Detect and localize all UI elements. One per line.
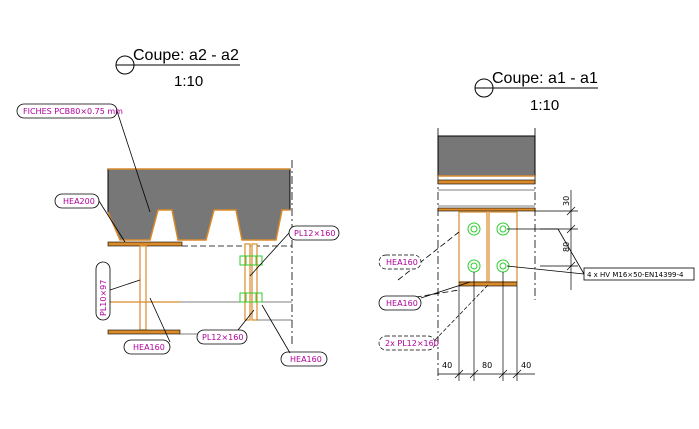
label-hea160-b: HEA160 [261, 304, 328, 367]
pl12-plate-b [251, 243, 258, 321]
label-fiches: FICHES PCB80×0.75 mm [16, 103, 151, 213]
svg-text:HEA160: HEA160 [386, 299, 418, 308]
label-hea200: HEA200 [54, 193, 126, 243]
svg-text:PL10×97: PL10×97 [99, 280, 108, 316]
svg-text:2x PL12×160: 2x PL12×160 [385, 339, 439, 348]
dim-80-vertical: 80 [562, 242, 571, 252]
label-hea160-dashed: HEA160 [378, 254, 422, 270]
svg-text:FICHES PCB80×0.75 mm: FICHES PCB80×0.75 mm [23, 107, 123, 116]
dim-30: 30 [562, 196, 571, 206]
dim-80-horizontal: 80 [482, 361, 492, 370]
pl10-web [139, 245, 147, 331]
svg-text:HEA160: HEA160 [386, 258, 418, 267]
slab-right [437, 135, 536, 177]
label-pl12-top: PL12×160 [249, 225, 340, 277]
label-bolts: 4 x HV M16×50-EN14399-4 [506, 228, 695, 281]
pl12-plate-a [244, 243, 251, 321]
section-title-left: Coupe: a2 - a2 [133, 47, 239, 64]
svg-text:HEA200: HEA200 [63, 197, 95, 206]
svg-text:HEA160: HEA160 [133, 343, 165, 352]
svg-text:PL12×160: PL12×160 [202, 333, 243, 342]
section-title-right: Coupe: a1 - a1 [492, 70, 598, 87]
section-scale-left: 1:10 [174, 73, 203, 90]
dim-horizontal [438, 272, 535, 381]
label-pl10: PL10×97 [95, 261, 141, 321]
label-hea160-right: HEA160 [378, 281, 471, 311]
dim-40-left: 40 [442, 361, 452, 370]
label-pl12-bottom: PL12×160 [196, 309, 255, 345]
plate-right-right [488, 211, 518, 283]
section-scale-right: 1:10 [530, 97, 559, 114]
svg-text:PL12×160: PL12×160 [294, 229, 335, 238]
hea160-bottom-flange [107, 329, 181, 335]
bolt-group-left [239, 255, 263, 303]
dim-40-right: 40 [521, 361, 531, 370]
label-pl12-2x: 2x PL12×160 [378, 284, 489, 351]
slab-profile-left [107, 168, 291, 241]
section-a1: Coupe: a1 - a1 1:10 [378, 70, 695, 381]
dim-vertical [535, 190, 578, 290]
hea200-flange-right [437, 179, 536, 185]
hea200-flange [107, 241, 183, 247]
plate-left-right [458, 211, 488, 283]
section-a2: Coupe: a2 - a2 1:10 [16, 47, 340, 367]
svg-text:HEA160: HEA160 [290, 355, 322, 364]
label-hea160-a: HEA160 [123, 297, 171, 355]
svg-text:4 x HV M16×50-EN14399-4: 4 x HV M16×50-EN14399-4 [587, 271, 684, 279]
